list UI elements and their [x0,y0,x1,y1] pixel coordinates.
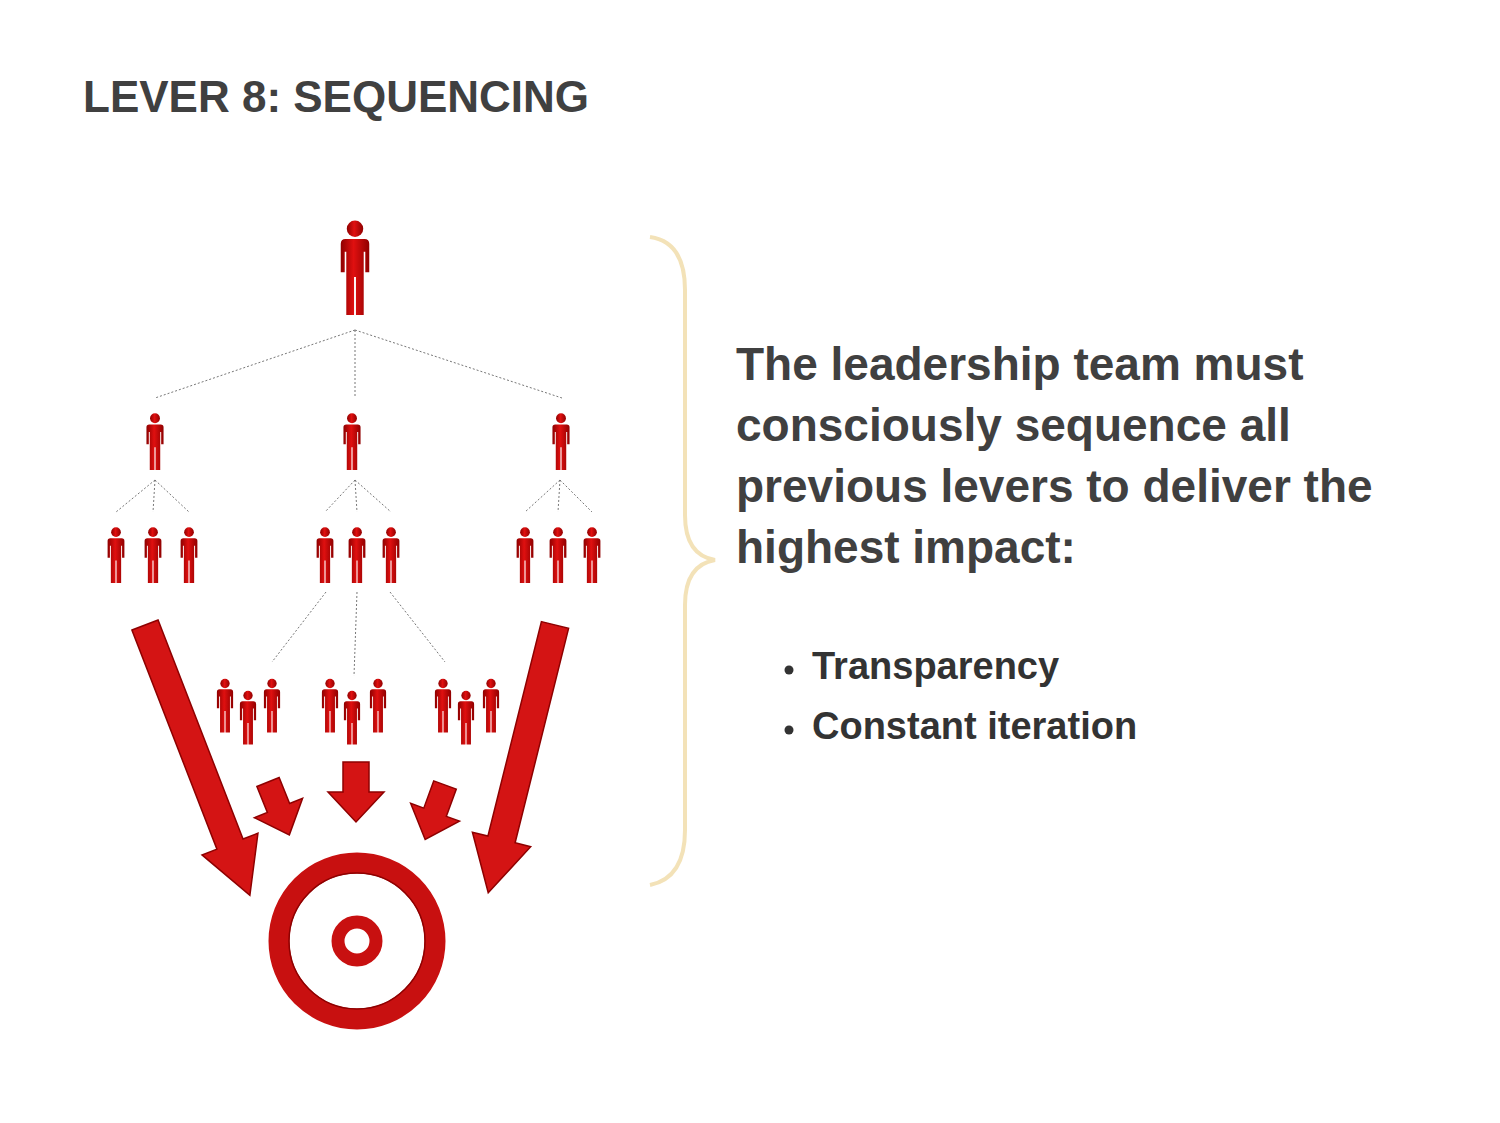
hierarchy-lines [272,592,326,662]
people-icons [240,691,256,745]
people-icons [108,527,125,583]
people-icons [145,527,162,583]
convergence-arrows [459,618,584,900]
convergence-arrows [401,776,470,848]
people-icons [217,679,233,733]
target-symbol [289,873,425,1009]
people-icons [322,679,338,733]
hierarchy-lines [560,480,592,512]
people-icons [517,527,534,583]
people-icons [341,220,370,315]
people-icons [458,691,474,745]
people-icons [343,413,360,470]
people-icons [264,679,280,733]
bullet-dots [785,726,794,735]
hierarchy-lines [558,480,560,512]
slide-title: LEVER 8: SEQUENCING [83,72,589,122]
people-icons [483,679,499,733]
bullet-dots [785,666,794,735]
bullet-item: Constant iteration [812,705,1137,748]
hierarchy-lines [355,330,562,398]
people-icons [317,527,334,583]
convergence-arrows [117,614,278,906]
hierarchy-lines [390,592,445,662]
hierarchy-lines [155,480,189,512]
people-icons [146,413,163,470]
hierarchy-lines [153,480,155,512]
hierarchy-lines [354,592,357,676]
bullet-item: Transparency [812,645,1059,688]
hierarchy-lines [155,330,355,398]
target-symbol [350,934,364,948]
main-statement: The leadership team must consciously seq… [736,334,1396,578]
bullet-dots [785,666,794,675]
target-symbol [338,922,376,960]
people-icons [108,220,601,744]
people-icons [383,527,400,583]
curly-bracket [650,237,715,885]
hierarchy-lines [525,480,560,512]
convergence-arrows [244,772,314,844]
convergence-arrows [328,762,384,822]
people-icons [584,527,601,583]
hierarchy-lines [355,480,391,512]
people-icons [344,691,360,745]
target-symbol [279,863,435,1019]
hierarchy-lines [325,480,355,512]
people-icons [181,527,198,583]
hierarchy-lines [355,480,357,512]
people-icons [370,679,386,733]
hierarchy-lines [355,330,356,398]
people-icons [552,413,569,470]
people-icons [435,679,451,733]
people-icons [550,527,567,583]
hierarchy-lines [116,480,155,512]
people-icons [349,527,366,583]
target-symbol [279,863,435,1019]
hierarchy-lines [116,330,592,676]
